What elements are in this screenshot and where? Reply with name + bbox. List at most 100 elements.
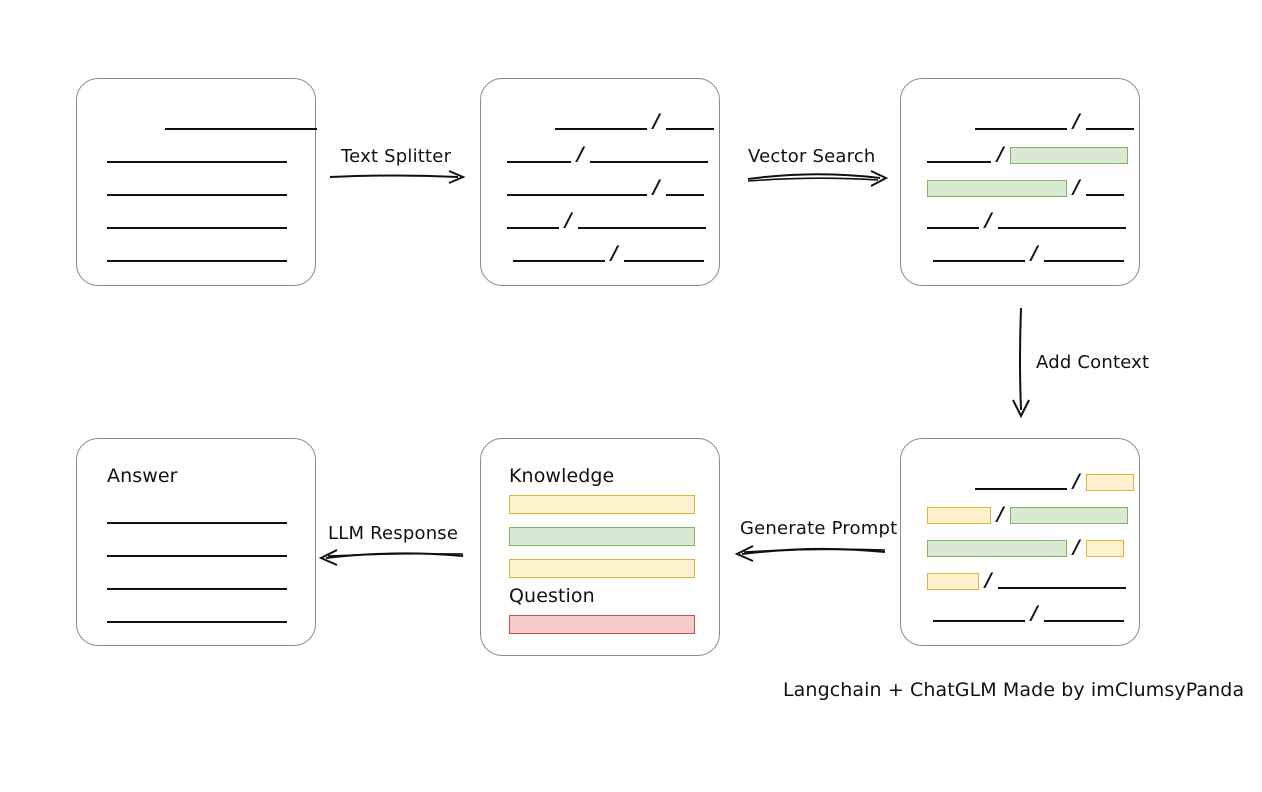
text-line-segment bbox=[933, 260, 1025, 262]
arrow-text-splitter bbox=[329, 170, 466, 184]
text-line-segment bbox=[665, 194, 704, 196]
edge-label-generate-prompt: Generate Prompt bbox=[740, 518, 898, 539]
arrow-vector-search bbox=[747, 170, 889, 187]
chunk-separator: / bbox=[1073, 469, 1080, 492]
highlight-chunk-green bbox=[927, 179, 1067, 197]
source-document-rows bbox=[77, 79, 317, 285]
text-line-segment bbox=[997, 587, 1126, 589]
chunk-separator: / bbox=[653, 109, 660, 132]
text-line-segment bbox=[927, 161, 991, 163]
chunk-separator: / bbox=[1073, 535, 1080, 558]
chunk-separator: / bbox=[997, 502, 1004, 525]
footer-credit: Langchain + ChatGLM Made by imClumsyPand… bbox=[783, 679, 1245, 701]
arrow-add-context bbox=[1012, 307, 1030, 419]
split-chunks-rows: / / / / / bbox=[481, 79, 719, 285]
text-row: / bbox=[927, 142, 1128, 165]
prompt-box[interactable]: Knowledge Question bbox=[480, 438, 720, 656]
text-line-segment bbox=[107, 588, 287, 590]
text-line-segment bbox=[507, 194, 647, 196]
text-row: / bbox=[927, 208, 1126, 231]
text-line-segment bbox=[107, 555, 287, 557]
text-line-segment bbox=[107, 227, 287, 229]
text-line-segment bbox=[933, 620, 1025, 622]
text-row: / bbox=[927, 568, 1126, 591]
knowledge-label: Knowledge bbox=[509, 465, 615, 487]
text-row: / bbox=[927, 601, 1124, 624]
knowledge-bar-3 bbox=[509, 559, 695, 578]
arrow-llm-response bbox=[318, 549, 464, 566]
answer-rows bbox=[77, 439, 315, 645]
text-line-segment bbox=[1043, 620, 1124, 622]
edge-label-vector-search: Vector Search bbox=[748, 146, 876, 167]
chunk-separator: / bbox=[611, 241, 618, 264]
edge-label-llm-response: LLM Response bbox=[328, 523, 459, 544]
text-line-segment bbox=[997, 227, 1126, 229]
text-row bbox=[107, 113, 317, 131]
split-chunks-box[interactable]: / / / / / bbox=[480, 78, 720, 286]
highlight-chunk-green bbox=[1009, 506, 1128, 524]
knowledge-bar-2 bbox=[509, 527, 695, 546]
text-line-segment bbox=[107, 522, 287, 524]
text-line-segment bbox=[107, 621, 287, 623]
text-line-segment bbox=[975, 128, 1067, 130]
chunk-separator: / bbox=[565, 208, 572, 231]
text-row bbox=[107, 245, 287, 263]
matched-chunks-rows: / / / / / bbox=[901, 79, 1139, 285]
text-line-segment bbox=[507, 161, 571, 163]
text-row: / bbox=[507, 241, 704, 264]
highlight-chunk-yellow bbox=[927, 506, 991, 524]
text-line-segment bbox=[589, 161, 708, 163]
text-line-segment bbox=[507, 227, 559, 229]
text-line-segment bbox=[107, 161, 287, 163]
text-line-segment bbox=[165, 128, 317, 130]
text-row: / bbox=[507, 109, 714, 132]
chunk-separator: / bbox=[985, 568, 992, 591]
text-row bbox=[107, 540, 287, 558]
edge-label-text-splitter: Text Splitter bbox=[341, 146, 452, 167]
text-line-segment bbox=[665, 128, 714, 130]
context-chunks-rows: / / / / / bbox=[901, 439, 1139, 645]
context-chunks-box[interactable]: / / / / / bbox=[900, 438, 1140, 646]
source-document-box[interactable] bbox=[76, 78, 317, 286]
text-row: / bbox=[927, 502, 1128, 525]
text-line-segment bbox=[107, 194, 287, 196]
text-row bbox=[107, 212, 287, 230]
text-line-segment bbox=[1043, 260, 1124, 262]
chunk-separator: / bbox=[653, 175, 660, 198]
text-line-segment bbox=[107, 260, 287, 262]
text-row: / bbox=[927, 177, 1124, 197]
text-row: / bbox=[927, 469, 1134, 492]
answer-box[interactable]: Answer bbox=[76, 438, 316, 646]
question-label: Question bbox=[509, 585, 595, 607]
text-row bbox=[107, 606, 287, 624]
chunk-separator: / bbox=[997, 142, 1004, 165]
text-row: / bbox=[507, 144, 708, 164]
text-row: / bbox=[927, 535, 1124, 558]
text-line-segment bbox=[1085, 194, 1124, 196]
question-bar-1 bbox=[509, 615, 695, 634]
chunk-separator: / bbox=[1031, 241, 1038, 264]
answer-label: Answer bbox=[107, 465, 178, 487]
text-line-segment bbox=[1085, 128, 1134, 130]
text-row bbox=[107, 573, 287, 591]
text-line-segment bbox=[927, 227, 979, 229]
text-line-segment bbox=[623, 260, 704, 262]
text-row: / bbox=[507, 175, 704, 198]
highlight-chunk-yellow bbox=[1085, 539, 1124, 557]
text-row bbox=[107, 146, 287, 164]
text-line-segment bbox=[975, 488, 1067, 490]
knowledge-bar-1 bbox=[509, 495, 695, 514]
text-row: / bbox=[507, 208, 706, 231]
chunk-separator: / bbox=[1031, 601, 1038, 624]
matched-chunks-box[interactable]: / / / / / bbox=[900, 78, 1140, 286]
text-line-segment bbox=[577, 227, 706, 229]
text-row: / bbox=[927, 241, 1124, 264]
arrow-generate-prompt bbox=[734, 545, 886, 562]
text-line-segment bbox=[513, 260, 605, 262]
chunk-separator: / bbox=[985, 208, 992, 231]
text-row bbox=[107, 507, 287, 525]
chunk-separator: / bbox=[1073, 109, 1080, 132]
text-line-segment bbox=[555, 128, 647, 130]
text-row: / bbox=[927, 109, 1134, 132]
